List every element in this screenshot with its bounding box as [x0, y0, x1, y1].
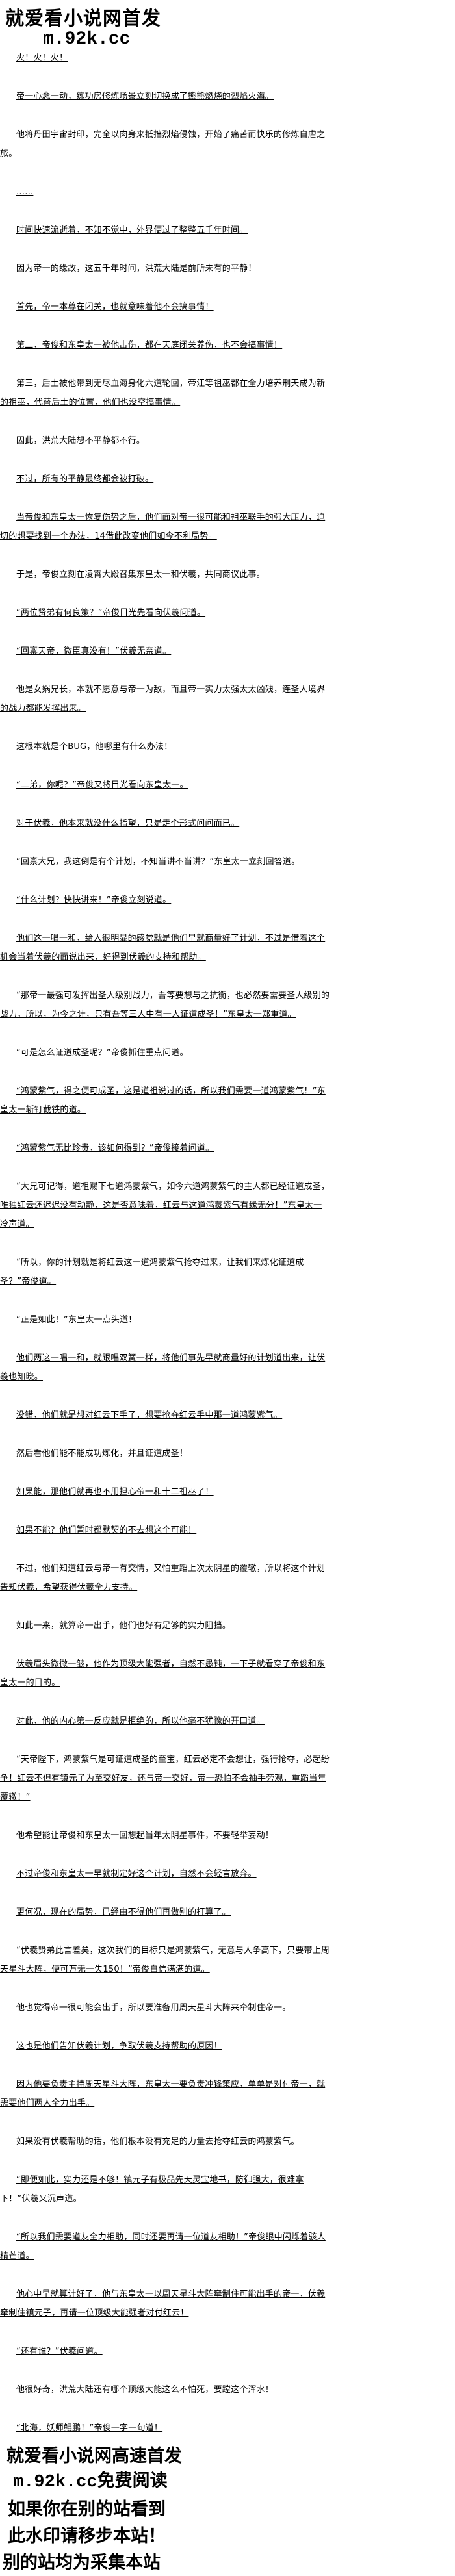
chapter-paragraph: 因此，洪荒大陆想不平静都不行。: [16, 436, 146, 446]
chapter-paragraph: 他们这一唱一和，给人很明显的感觉就是他们早就商量好了计划，不过是借着这个机会当着…: [0, 934, 326, 962]
chapter-paragraph: 伏羲眉头微微一皱，他作为顶级大能强者，自然不愚钝，一下子就看穿了帝俊和东皇太一的…: [0, 1659, 326, 1688]
chapter-paragraph: 他们两这一唱一和，就跟唱双簧一样，将他们事先早就商量好的计划道出来，让伏羲也知晓…: [0, 1353, 326, 1382]
chapter-paragraph: “所以我们需要道友全力相助，同时还要再请一位道友相助！”帝俊眼中闪烁着骇人精芒道…: [0, 2232, 326, 2261]
chapter-content: 火！火！火！ 帝一心念一动，练功房修炼场景立刻切换成了熊熊燃烧的烈焰火海。他将丹田…: [0, 49, 330, 2457]
watermark-header: 就爱看小说网首发 m.92k.cc: [5, 6, 161, 49]
chapter-paragraph: “二弟，你呢？”帝俊又将目光看向东皇太一。: [16, 780, 188, 790]
watermark-line: 此水印请移步本站！: [8, 2526, 166, 2546]
chapter-paragraph: 他也觉得帝一很可能会出手，所以要准备用周天星斗大阵来牵制住帝一。: [16, 2003, 291, 2013]
chapter-paragraph: “鸿蒙紫气无比珍贵，该如何得到？”帝俊接着问道。: [16, 1143, 214, 1153]
chapter-paragraph: ……: [16, 187, 34, 197]
chapter-paragraph: “正是如此！”东皇太一点头道！: [16, 1315, 137, 1325]
chapter-paragraph: “即便如此，实力还是不够！镇元子有极品先天灵宝地书，防御强大，很难拿下！”伏羲又…: [0, 2175, 304, 2204]
chapter-paragraph: “所以，你的计划就是将红云这一道鸿蒙紫气抢夺过来，让我们来炼化证道成圣？”帝俊道…: [0, 1258, 304, 1286]
chapter-paragraph: 当帝俊和东皇太一恢复伤势之后，他们面对帝一很可能和祖巫联手的强大压力，迫切的想要…: [0, 513, 326, 541]
chapter-paragraph: “鸿蒙紫气，得之便可成圣，这是道祖说过的话，所以我们需要一道鸿蒙紫气！”东皇太一…: [0, 1086, 326, 1115]
chapter-paragraph: 他心中早就算计好了，他与东皇太一以周天星斗大阵牵制住可能出手的帝一，伏羲牵制住镇…: [0, 2289, 326, 2318]
chapter-paragraph: 对此，他的内心第一反应就是拒绝的，所以他毫不犹豫的开口道。: [16, 1716, 265, 1726]
chapter-paragraph: “天帝陛下，鸿蒙紫气是可证道成圣的至宝，红云必定不会想让，强行抢夺，必起纷争！红…: [0, 1755, 330, 1802]
chapter-paragraph: 这也是他们告知伏羲计划，争取伏羲支持帮助的原因！: [16, 2041, 222, 2051]
chapter-paragraph: “回禀天帝，微臣真没有！”伏羲无奈道。: [16, 646, 172, 656]
chapter-paragraph: “可是怎么证道成圣呢？”帝俊抓住重点问道。: [16, 1048, 188, 1058]
chapter-paragraph: 他将丹田宇宙封印，完全以肉身来抵挡烈焰侵蚀，开始了痛苦而快乐的修炼自虐之旅。: [0, 130, 326, 159]
chapter-paragraph: “什么计划？快快讲来！”帝俊立刻说道。: [16, 895, 172, 905]
chapter-paragraph: 火！火！火！: [16, 53, 68, 63]
chapter-paragraph: 没错，他们就是想对红云下手了，想要抢夺红云手中那一道鸿蒙紫气。: [16, 1410, 283, 1420]
chapter-paragraph: 因为帝一的缘故，这五千年时间，洪荒大陆是前所未有的平静！: [16, 264, 257, 274]
chapter-paragraph: 时间快速流逝着，不知不觉中，外界便过了整整五千年时间。: [16, 225, 248, 235]
watermark-site-title: 就爱看小说网首发: [5, 7, 162, 29]
chapter-paragraph: 如果不能？他们暂时都默契的不去想这个可能！: [16, 1525, 197, 1535]
chapter-paragraph: 对于伏羲，他本来就没什么指望，只是走个形式问问而已。: [16, 819, 240, 828]
watermark-line: m.92k.cc免费阅读: [13, 2473, 168, 2492]
chapter-paragraph: 第三，后土被他带到无尽血海身化六道轮回，帝江等祖巫都在全力培养刑天成为新的祖巫，…: [0, 379, 326, 407]
chapter-paragraph: “两位贤弟有何良策？”帝俊目光先看向伏羲问道。: [16, 608, 206, 618]
watermark-line: 别的站均为采集本站: [3, 2553, 161, 2573]
chapter-paragraph: “大兄可记得，道祖赐下七道鸿蒙紫气，如今六道鸿蒙紫气的主人都已经证道成圣，唯独红…: [0, 1182, 330, 1229]
watermark-site-url: m.92k.cc: [43, 29, 131, 49]
chapter-paragraph: 他是女娲兄长，本就不愿意与帝一为敌，而且帝一实力太强太太凶残，连圣人境界的战力都…: [0, 685, 326, 713]
chapter-paragraph: “那帝一最强可发挥出圣人级别战力，吾等要想与之抗衡，也必然要需要圣人级别的战力，…: [0, 991, 330, 1019]
watermark-line: 如果你在别的站看到: [8, 2499, 166, 2519]
chapter-paragraph: 他很好奇，洪荒大陆还有哪个顶级大能这么不怕死，要蹚这个浑水！: [16, 2385, 274, 2395]
chapter-paragraph: “还有谁？”伏羲问道。: [16, 2347, 103, 2356]
chapter-paragraph: 于是，帝俊立刻在凌霄大殿召集东皇太一和伏羲，共同商议此事。: [16, 570, 265, 580]
chapter-paragraph: 如此一来，就算帝一出手，他们也好有足够的实力阻挡。: [16, 1621, 231, 1631]
chapter-paragraph: 他希望能让帝俊和东皇太一回想起当年太阴星事件，不要轻举妄动！: [16, 1831, 274, 1841]
chapter-paragraph: “北海，妖师鲲鹏！”帝俊一字一句道！: [16, 2423, 163, 2433]
chapter-paragraph: 这根本就是个BUG，他哪里有什么办法！: [16, 742, 173, 752]
chapter-paragraph: 更何况，现在的局势，已经由不得他们再做别的打算了。: [16, 1907, 231, 1917]
chapter-paragraph: 因为他要负责主持周天星斗大阵，东皇太一要负责冲锋策应，单单是对付帝一，就需要他们…: [0, 2080, 326, 2108]
chapter-paragraph: 不过，所有的平静最终都会被打破。: [16, 474, 154, 484]
chapter-paragraph: 第二，帝俊和东皇太一被他击伤，都在天庭闭关养伤，也不会搞事情！: [16, 340, 283, 350]
chapter-paragraph: “回禀大兄，我这倒是有个计划，不知当讲不当讲？”东皇太一立刻回答道。: [16, 857, 300, 867]
chapter-paragraph: 不过，他们知道红云与帝一有交情，又怕重蹈上次太阴星的覆辙，所以将这个计划告知伏羲…: [0, 1564, 326, 1592]
chapter-paragraph: 如果能，那他们就再也不用担心帝一和十二祖巫了！: [16, 1487, 214, 1497]
chapter-paragraph: 首先，帝一本尊在闭关，也就意味着他不会搞事情！: [16, 302, 214, 312]
chapter-paragraph: 然后看他们能不能成功炼化，并且证道成圣！: [16, 1449, 188, 1459]
chapter-paragraph: 帝一心念一动，练功房修炼场景立刻切换成了熊熊燃烧的烈焰火海。: [16, 92, 274, 101]
chapter-paragraph: “伏羲贤弟此言差矣，这次我们的目标只是鸿蒙紫气，无意与人争高下，只要带上周天星斗…: [0, 1946, 330, 1974]
watermark-footer: 就爱看小说网高速首发 m.92k.cc免费阅读 如果你在别的站看到 此水印请移步…: [3, 2443, 182, 2576]
watermark-line: 就爱看小说网高速首发: [6, 2446, 182, 2466]
chapter-paragraph: 不过帝俊和东皇太一早就制定好这个计划，自然不会轻言放弃。: [16, 1869, 257, 1879]
chapter-paragraph: 如果没有伏羲帮助的话，他们根本没有充足的力量去抢夺红云的鸿蒙紫气。: [16, 2137, 300, 2147]
